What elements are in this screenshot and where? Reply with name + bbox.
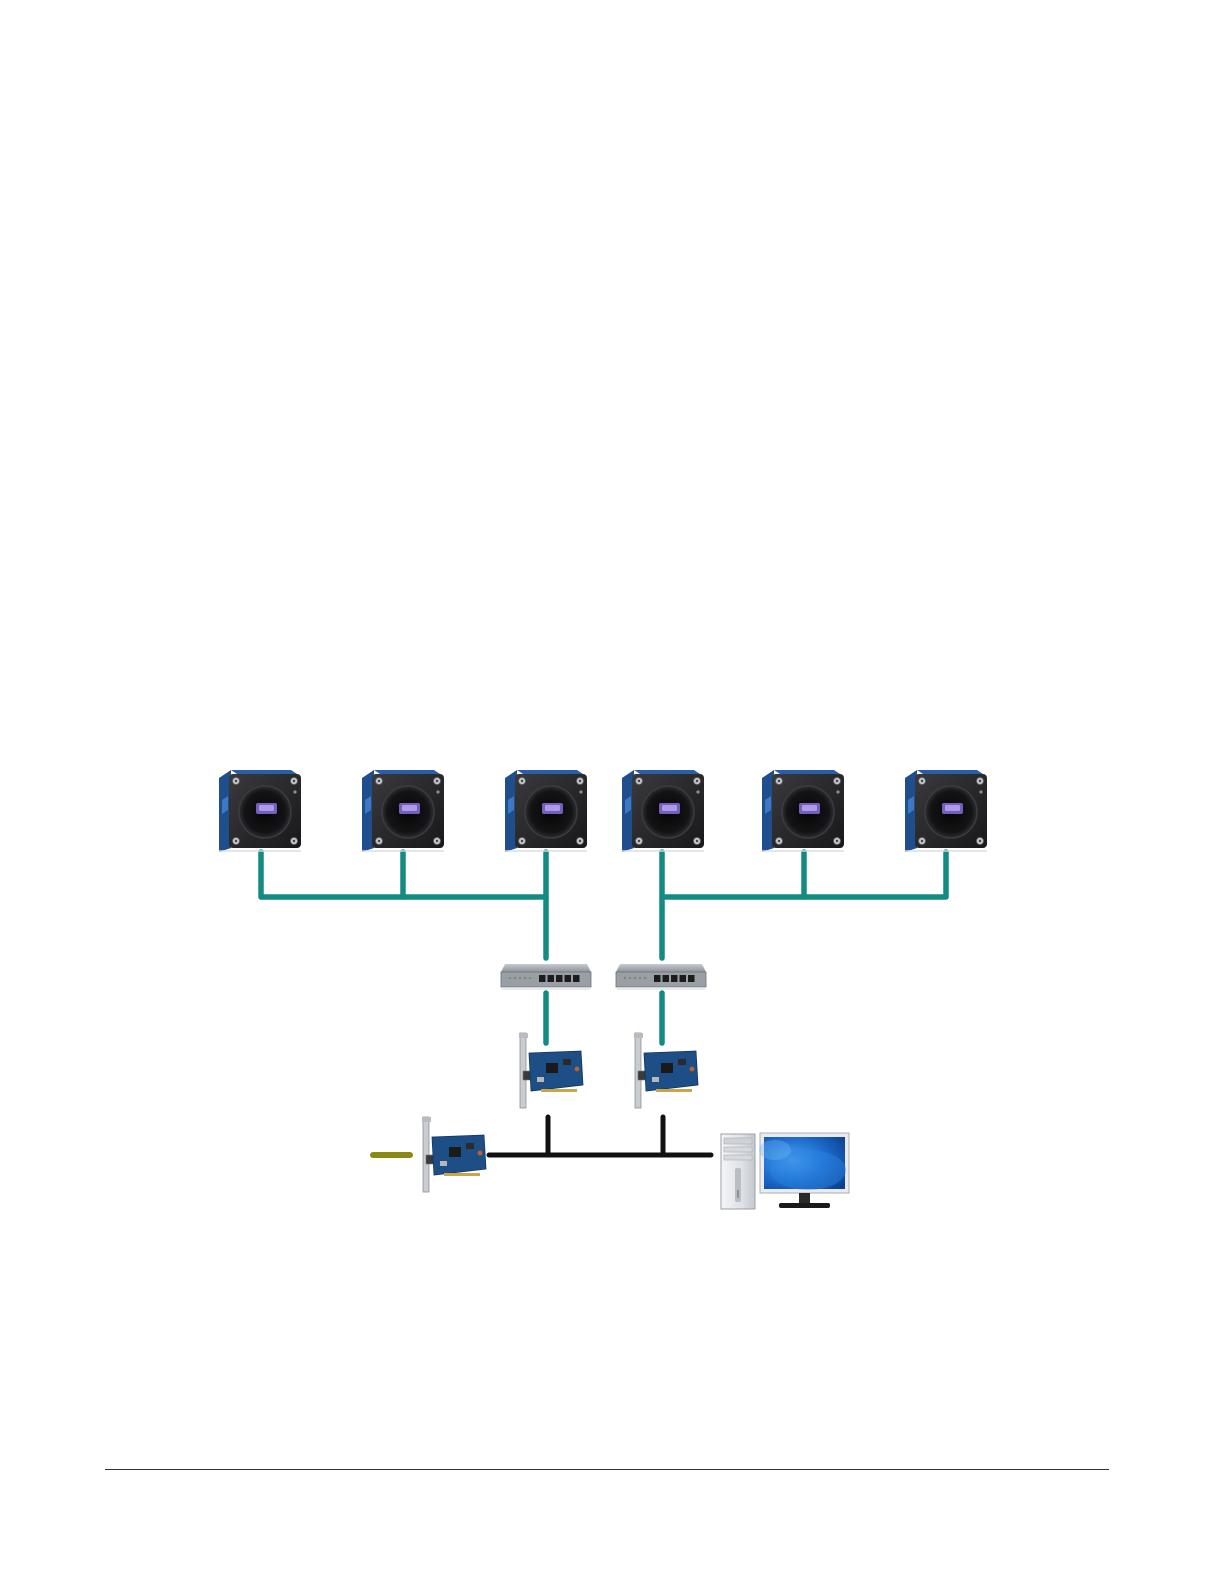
switch-row	[501, 964, 706, 990]
tower-icon	[721, 1134, 755, 1209]
host-computer	[721, 1133, 849, 1209]
camera-row	[219, 770, 987, 852]
camera-2-icon	[362, 770, 444, 852]
nic-3-icon	[422, 1117, 486, 1192]
switch-2-icon	[616, 964, 706, 990]
nic-2-icon	[634, 1033, 698, 1108]
footer-rule	[105, 1469, 1109, 1470]
nic-1-icon	[519, 1033, 583, 1108]
camera-5-icon	[762, 770, 844, 852]
gige-cables	[261, 852, 946, 1043]
camera-1-icon	[219, 770, 301, 852]
monitor-icon	[759, 1133, 849, 1208]
camera-6-icon	[905, 770, 987, 852]
switch-1-icon	[501, 964, 591, 990]
host-bus	[489, 1117, 711, 1155]
camera-3-icon	[505, 770, 587, 852]
network-card-group	[422, 1033, 698, 1192]
camera-4-icon	[622, 770, 704, 852]
